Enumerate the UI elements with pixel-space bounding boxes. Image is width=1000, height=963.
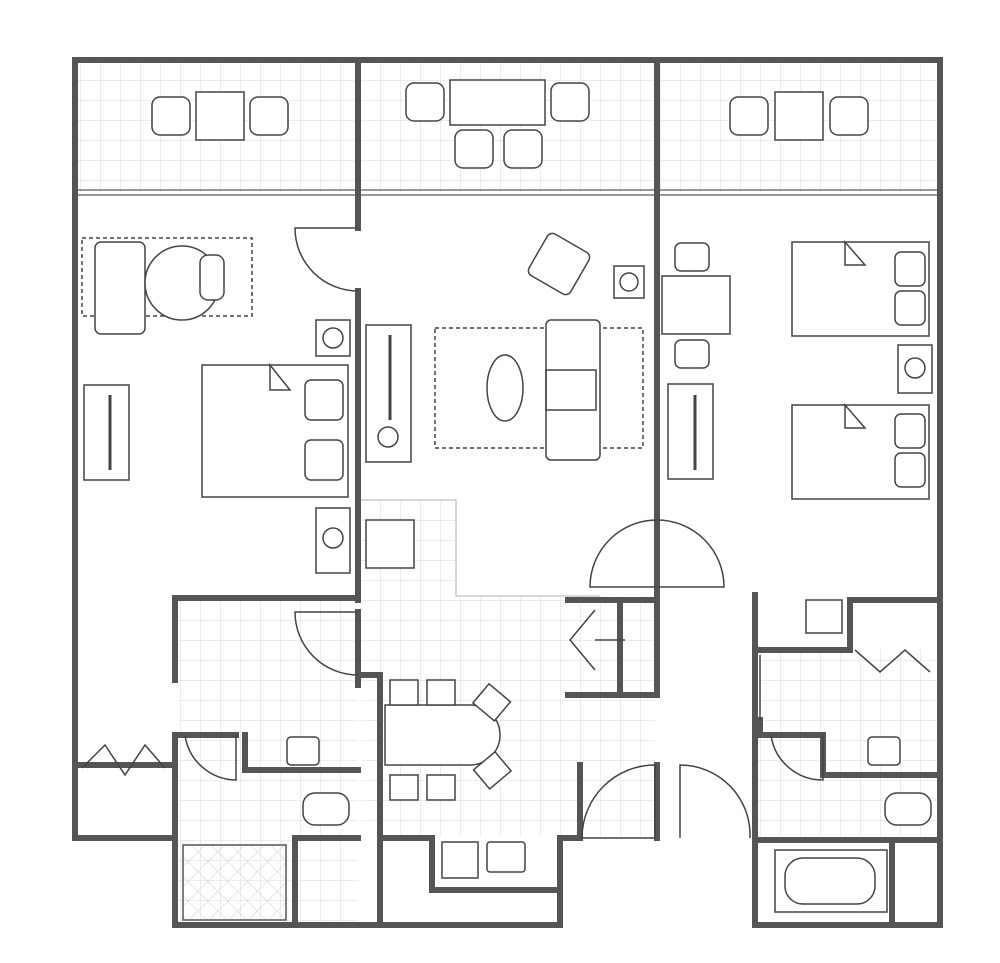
lamp-icon — [619, 272, 639, 292]
lamp-icon — [377, 426, 399, 448]
door-wc-right[interactable] — [770, 734, 824, 781]
door-entry[interactable] — [679, 764, 751, 839]
vanity-sink — [286, 736, 320, 766]
lamp-icon — [322, 527, 344, 549]
balcony-table — [195, 91, 245, 141]
vanity-sink — [867, 736, 901, 766]
door-kitchen[interactable] — [581, 764, 656, 839]
cabinet — [805, 599, 843, 634]
pillow — [894, 452, 926, 488]
balcony-table — [449, 79, 546, 126]
armchair — [527, 232, 591, 296]
closet-doors — [854, 649, 931, 673]
dining-table — [384, 704, 501, 766]
nightstand — [315, 507, 351, 574]
balcony-table — [774, 91, 824, 141]
pillow — [304, 379, 344, 421]
dining-chair — [426, 774, 456, 801]
door-wc-left[interactable] — [184, 734, 237, 781]
entry-floor-outline — [361, 499, 600, 597]
lamp-icon — [322, 327, 344, 349]
balcony-chair — [151, 96, 191, 136]
coffee-table — [486, 354, 524, 422]
wall — [292, 835, 361, 928]
wall — [565, 597, 660, 698]
dining-chair — [389, 679, 419, 706]
kitchen-sink — [486, 841, 526, 873]
wall — [757, 717, 826, 738]
sofa — [545, 319, 601, 461]
desk — [661, 275, 731, 335]
doors — [184, 227, 824, 839]
pillow — [894, 413, 926, 449]
balcony-chair — [405, 82, 445, 122]
wall — [242, 732, 361, 773]
pillow — [304, 439, 344, 481]
sliding-doors — [78, 189, 937, 196]
side-table — [613, 265, 645, 299]
door-bathroom-left[interactable] — [294, 611, 359, 676]
door-bedroom-left[interactable] — [294, 227, 359, 292]
dining-chair — [472, 750, 513, 791]
dresser — [83, 384, 130, 481]
shower-floor — [182, 844, 287, 921]
balcony-chair — [729, 96, 769, 136]
closet-doors — [81, 743, 166, 777]
walls — [72, 57, 943, 928]
pillow — [894, 290, 926, 326]
wall — [355, 672, 383, 928]
bathtub — [774, 849, 888, 913]
chair — [674, 242, 710, 272]
chair — [674, 339, 710, 369]
furniture — [81, 79, 933, 913]
wall — [752, 597, 943, 653]
stove — [441, 841, 479, 879]
lamp-icon — [904, 357, 926, 379]
toilet — [884, 792, 932, 826]
dining-chair — [426, 679, 456, 706]
balcony-chair — [550, 82, 590, 122]
armchair — [94, 241, 146, 335]
pillow — [894, 251, 926, 287]
dining-chair — [389, 774, 419, 801]
cabinet — [365, 519, 415, 569]
balcony-chair — [249, 96, 289, 136]
chair — [199, 254, 225, 301]
dining-chair — [471, 682, 512, 723]
balcony-chair — [829, 96, 869, 136]
balcony-chair — [454, 129, 494, 169]
rug — [434, 327, 644, 449]
closet-doors — [569, 609, 625, 671]
door-bedroom-right[interactable] — [589, 519, 725, 588]
balcony-chair — [503, 129, 543, 169]
dresser — [667, 383, 714, 480]
toilet — [302, 792, 350, 826]
